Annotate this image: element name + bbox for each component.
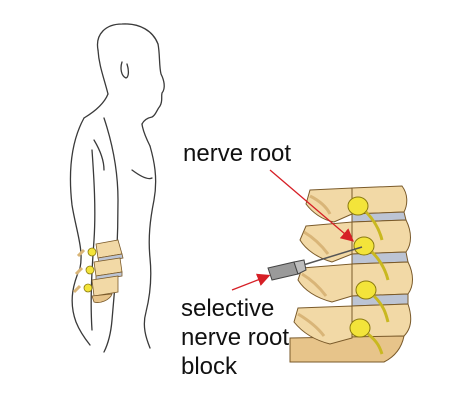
block-label-line-2: nerve root — [181, 324, 290, 351]
block-label-line-3: block — [181, 353, 238, 380]
human-figure-outline — [69, 23, 165, 353]
selective-nerve-root-block-label: selective nerve root block — [181, 294, 289, 381]
block-arrow — [231, 273, 271, 291]
block-label-line-1: selective — [181, 295, 275, 322]
nerve-root-label: nerve root — [183, 140, 292, 167]
small-lumbar-spine — [72, 239, 124, 303]
lumbar-spine — [289, 185, 413, 363]
nerve-root-arrow — [269, 169, 354, 242]
needle — [267, 246, 363, 281]
